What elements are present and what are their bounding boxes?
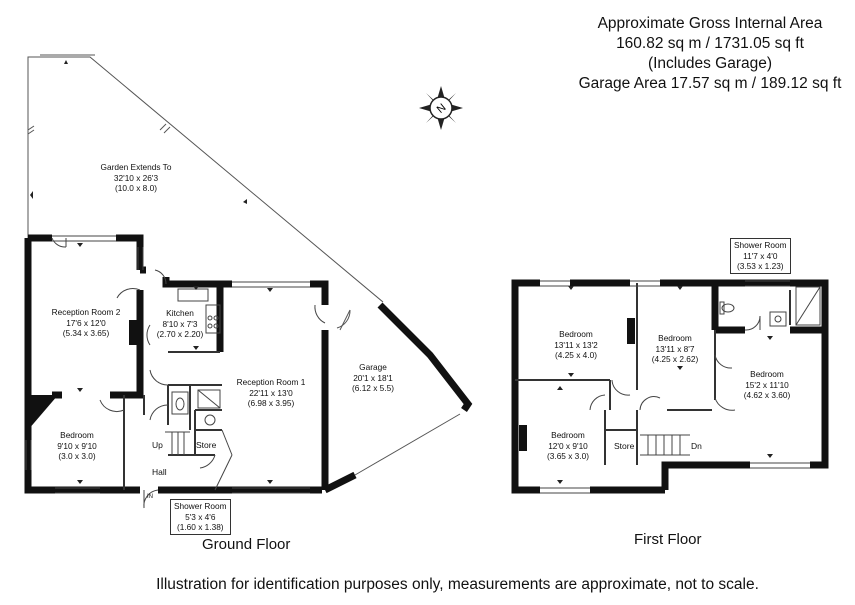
room-metric: (6.12 x 5.5) bbox=[352, 383, 394, 393]
room-name: Garden Extends To bbox=[100, 162, 172, 172]
ground-floor-label: Ground Floor bbox=[202, 536, 291, 553]
room-kitchen: Kitchen 8'10 x 7'3 (2.70 x 2.20) bbox=[157, 308, 204, 340]
garden-outline bbox=[27, 54, 384, 303]
room-reception-2: Reception Room 2 17'6 x 12'0 (5.34 x 3.6… bbox=[52, 307, 121, 339]
stairs-down-label: Dn bbox=[691, 441, 702, 451]
room-name: Kitchen bbox=[166, 308, 194, 318]
area-includes: (Includes Garage) bbox=[647, 55, 773, 72]
store-label-first: Store bbox=[614, 441, 635, 451]
room-imperial: 11'7 x 4'0 bbox=[743, 250, 778, 261]
room-reception-1: Reception Room 1 22'11 x 13'0 (6.98 x 3.… bbox=[237, 377, 306, 409]
room-name: Bedroom bbox=[551, 430, 585, 440]
compass-rose-icon: N bbox=[419, 86, 463, 130]
room-metric: (3.65 x 3.0) bbox=[547, 451, 589, 461]
room-bedroom-c: Bedroom 15'2 x 11'10 (4.62 x 3.60) bbox=[744, 369, 791, 401]
area-summary: Approximate Gross Internal Area 160.82 s… bbox=[560, 14, 855, 94]
room-name: Shower Room bbox=[174, 501, 227, 511]
area-title: Approximate Gross Internal Area bbox=[597, 15, 823, 32]
room-metric: (3.53 x 1.23) bbox=[736, 261, 784, 271]
room-metric: (10.0 x 8.0) bbox=[115, 183, 157, 193]
room-imperial: 32'10 x 26'3 bbox=[113, 172, 159, 183]
room-metric: (4.62 x 3.60) bbox=[743, 390, 791, 400]
area-garage: Garage Area 17.57 sq m / 189.12 sq ft bbox=[578, 75, 842, 92]
room-imperial: 15'2 x 11'10 bbox=[745, 379, 789, 390]
room-metric: (3.0 x 3.0) bbox=[58, 451, 96, 461]
room-imperial: 13'11 x 13'2 bbox=[554, 339, 598, 350]
room-imperial: 17'6 x 12'0 bbox=[66, 317, 106, 328]
first-floor-walls bbox=[511, 279, 829, 494]
room-name: Bedroom bbox=[60, 430, 94, 440]
room-name: Bedroom bbox=[750, 369, 784, 379]
room-garage: Garage 20'1 x 18'1 (6.12 x 5.5) bbox=[352, 362, 394, 394]
room-garden: Garden Extends To 32'10 x 26'3 (10.0 x 8… bbox=[101, 162, 172, 194]
room-name: Bedroom bbox=[559, 329, 593, 339]
area-total: 160.82 sq m / 1731.05 sq ft bbox=[616, 35, 804, 52]
room-imperial: 9'10 x 9'10 bbox=[57, 440, 97, 451]
room-imperial: 20'1 x 18'1 bbox=[353, 372, 393, 383]
room-bedroom-b: Bedroom 13'11 x 8'7 (4.25 x 2.62) bbox=[652, 333, 699, 365]
room-name: Reception Room 2 bbox=[51, 307, 121, 317]
room-bedroom-ground: Bedroom 9'10 x 9'10 (3.0 x 3.0) bbox=[57, 430, 97, 462]
room-name: Garage bbox=[359, 362, 387, 372]
hall-label: Hall bbox=[152, 467, 167, 477]
room-metric: (4.25 x 4.0) bbox=[555, 350, 597, 360]
entrance-label: IN bbox=[147, 494, 153, 500]
room-metric: (6.98 x 3.95) bbox=[247, 398, 295, 408]
room-metric: (4.25 x 2.62) bbox=[651, 354, 699, 364]
room-shower-first: Shower Room 11'7 x 4'0 (3.53 x 1.23) bbox=[730, 238, 791, 274]
room-metric: (1.60 x 1.38) bbox=[176, 522, 224, 532]
store-label-ground: Store bbox=[196, 440, 217, 450]
room-imperial: 8'10 x 7'3 bbox=[162, 318, 198, 329]
room-name: Reception Room 1 bbox=[236, 377, 306, 387]
room-bedroom-d: Bedroom 12'0 x 9'10 (3.65 x 3.0) bbox=[547, 430, 589, 462]
room-metric: (2.70 x 2.20) bbox=[156, 329, 204, 339]
room-imperial: 22'11 x 13'0 bbox=[249, 387, 293, 398]
room-shower-ground: Shower Room 5'3 x 4'6 (1.60 x 1.38) bbox=[170, 499, 231, 535]
room-imperial: 12'0 x 9'10 bbox=[548, 440, 588, 451]
room-bedroom-a: Bedroom 13'11 x 13'2 (4.25 x 4.0) bbox=[554, 329, 598, 361]
stairs-up-label: Up bbox=[152, 440, 163, 450]
first-floor-label: First Floor bbox=[634, 531, 702, 548]
room-metric: (5.34 x 3.65) bbox=[62, 328, 110, 338]
room-name: Bedroom bbox=[658, 333, 692, 343]
room-imperial: 5'3 x 4'6 bbox=[185, 511, 216, 522]
room-name: Shower Room bbox=[734, 240, 787, 250]
disclaimer-text: Illustration for identification purposes… bbox=[156, 576, 759, 593]
room-imperial: 13'11 x 8'7 bbox=[655, 343, 695, 354]
